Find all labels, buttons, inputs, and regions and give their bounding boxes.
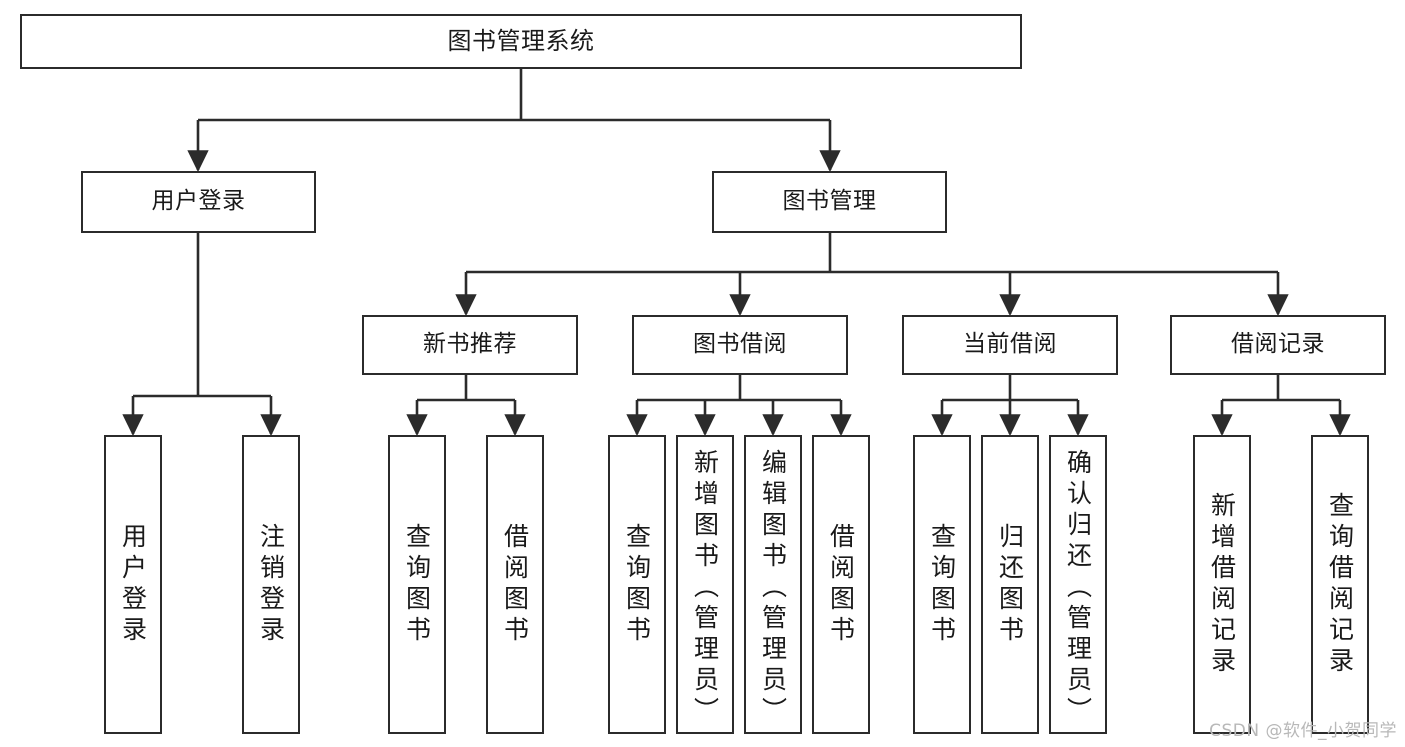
node-label: 编辑图书（管理员）	[758, 448, 788, 728]
node-label: 借阅记录	[1231, 331, 1325, 358]
node-label: 新书推荐	[423, 331, 517, 358]
leaf-current-query-book[interactable]: 查询图书	[913, 435, 971, 734]
node-label: 借阅图书	[826, 522, 856, 647]
node-label: 归还图书	[995, 522, 1025, 647]
node-label: 新增借阅记录	[1207, 491, 1237, 678]
node-borrow-record[interactable]: 借阅记录	[1170, 315, 1386, 375]
node-label: 查询图书	[622, 522, 652, 647]
node-label: 新增图书（管理员）	[690, 448, 720, 728]
node-label: 查询图书	[402, 522, 432, 647]
node-book-borrow[interactable]: 图书借阅	[632, 315, 848, 375]
node-label: 图书管理	[782, 188, 877, 215]
leaf-record-query-borrow-record[interactable]: 查询借阅记录	[1311, 435, 1369, 734]
node-label: 当前借阅	[963, 331, 1057, 358]
leaf-borrow-query-book[interactable]: 查询图书	[608, 435, 666, 734]
leaf-record-add-borrow-record[interactable]: 新增借阅记录	[1193, 435, 1251, 734]
node-label: 图书管理系统	[447, 27, 595, 56]
leaf-recommend-query-book[interactable]: 查询图书	[388, 435, 446, 734]
node-book-management-system[interactable]: 图书管理系统	[20, 14, 1022, 69]
node-label: 借阅图书	[500, 522, 530, 647]
node-label: 注销登录	[256, 522, 286, 647]
leaf-logout[interactable]: 注销登录	[242, 435, 300, 734]
node-label: 确认归还（管理员）	[1063, 448, 1093, 728]
node-new-book-recommend[interactable]: 新书推荐	[362, 315, 578, 375]
watermark-text: CSDN @软件_小贺同学	[1209, 721, 1397, 741]
leaf-recommend-borrow-book[interactable]: 借阅图书	[486, 435, 544, 734]
node-label: 查询借阅记录	[1325, 491, 1355, 678]
node-label: 用户登录	[151, 188, 246, 215]
node-user-login[interactable]: 用户登录	[81, 171, 316, 233]
node-current-borrow[interactable]: 当前借阅	[902, 315, 1118, 375]
leaf-borrow-borrow-book[interactable]: 借阅图书	[812, 435, 870, 734]
leaf-borrow-edit-book-admin[interactable]: 编辑图书（管理员）	[744, 435, 802, 734]
leaf-user-login[interactable]: 用户登录	[104, 435, 162, 734]
leaf-current-return-book[interactable]: 归还图书	[981, 435, 1039, 734]
node-book-management[interactable]: 图书管理	[712, 171, 947, 233]
node-label: 图书借阅	[693, 331, 787, 358]
leaf-borrow-add-book-admin[interactable]: 新增图书（管理员）	[676, 435, 734, 734]
leaf-current-confirm-return-admin[interactable]: 确认归还（管理员）	[1049, 435, 1107, 734]
node-label: 查询图书	[927, 522, 957, 647]
node-label: 用户登录	[118, 522, 148, 647]
